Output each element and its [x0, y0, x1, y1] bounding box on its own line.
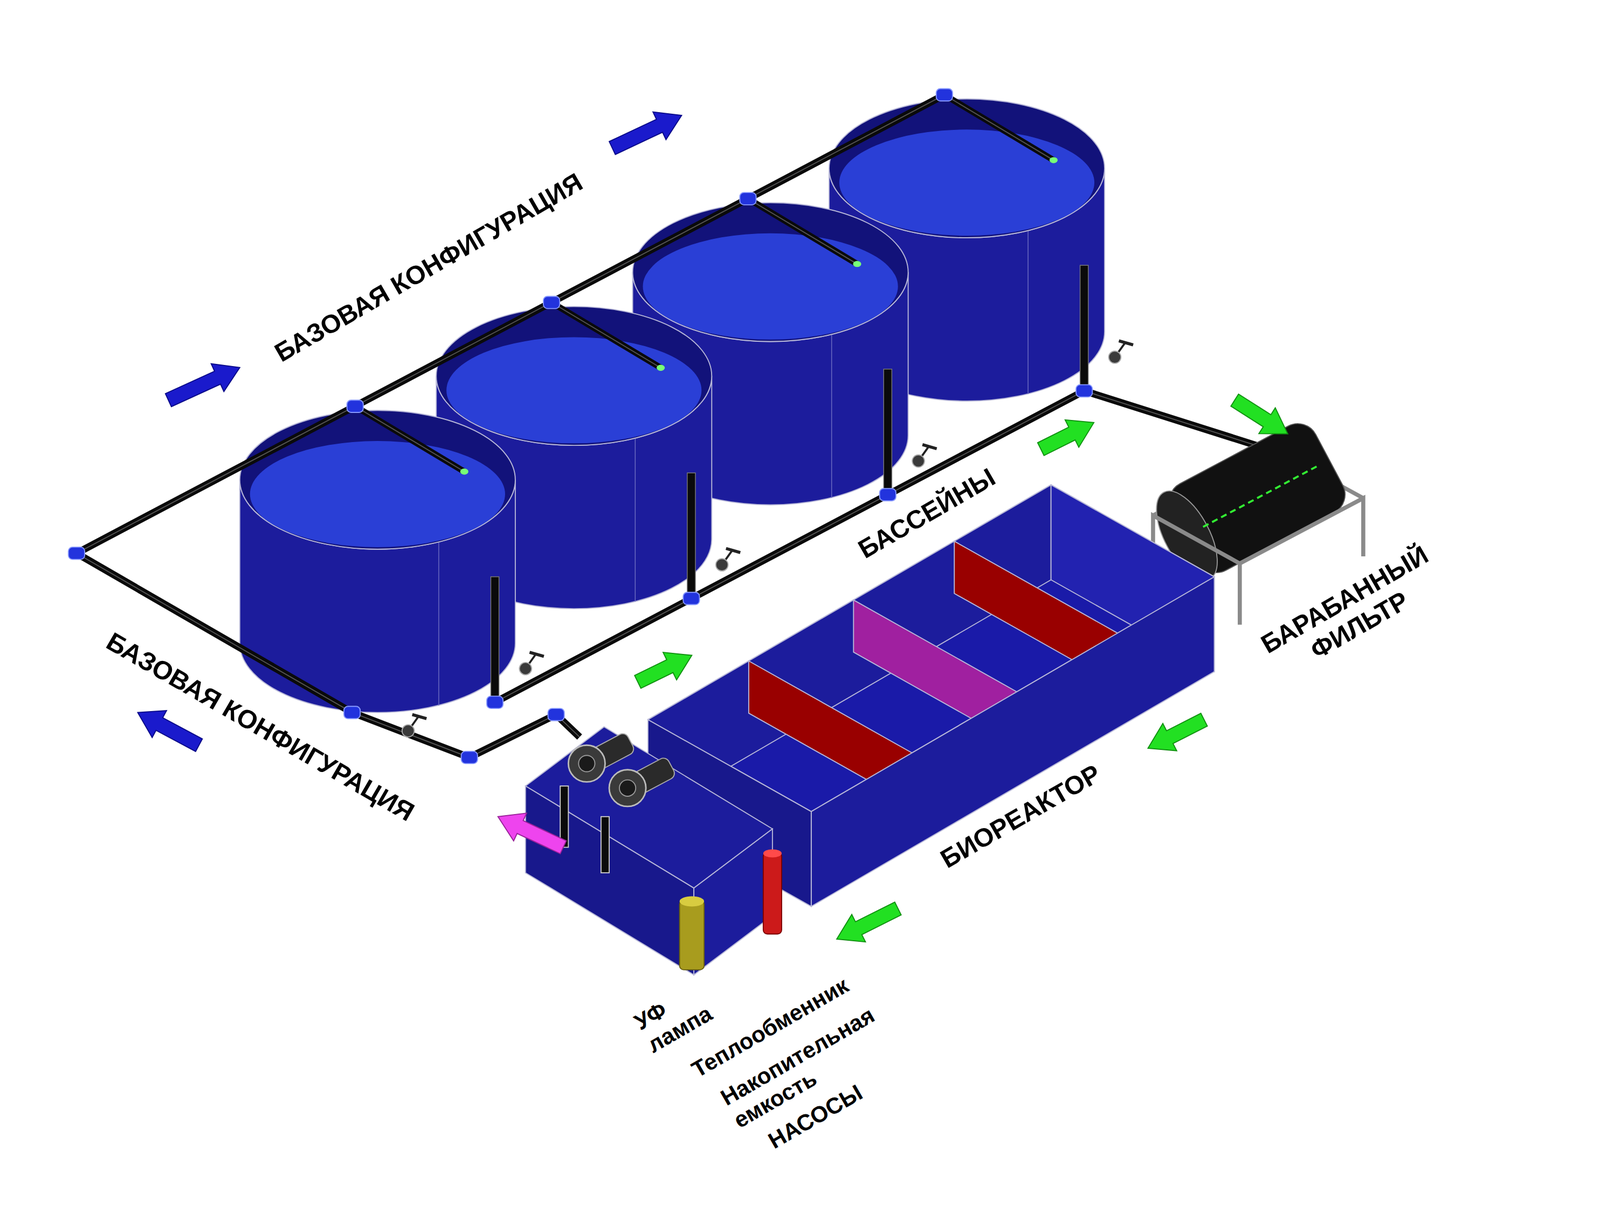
heat-exchanger-top [763, 849, 782, 858]
component-label: БАССЕЙНЫ [852, 461, 1000, 565]
pipe-fitting [879, 488, 896, 501]
inlet-pipe-shine [355, 406, 465, 472]
supply-manifold-shine [76, 94, 945, 554]
standpipe [883, 369, 892, 495]
pipe-fitting [343, 706, 361, 719]
fish-tank [239, 410, 516, 713]
valve-body [715, 558, 729, 571]
flow-arrow [138, 710, 203, 752]
flow-arrow [165, 363, 240, 408]
tank-water [446, 336, 702, 444]
inlet-pipe-shine [747, 198, 858, 264]
tank-seam [635, 438, 637, 602]
pipe-fitting [936, 88, 953, 102]
tank-water [839, 129, 1095, 236]
illustration [68, 88, 1364, 976]
standpipe [490, 576, 499, 703]
component-label: УФ лампа [629, 978, 717, 1059]
valve-handle [922, 444, 937, 450]
flow-arrow [498, 812, 567, 854]
valve-body [402, 724, 415, 737]
pipe-fitting [683, 592, 700, 605]
pump-eye [619, 780, 636, 797]
valve-body [912, 454, 925, 468]
valve-handle [529, 652, 544, 657]
inlet-nozzle [852, 260, 861, 267]
tank-rim [632, 202, 909, 342]
pipe-fitting [461, 751, 478, 764]
component-label: БАРАБАННЫЙ ФИЛЬТР [1256, 539, 1449, 686]
tank-rim [829, 98, 1105, 238]
pipe-fitting [1076, 384, 1093, 398]
heat-exchanger [763, 852, 782, 934]
supply-manifold [76, 94, 945, 554]
section-label: БАЗОВАЯ КОНФИГУРАЦИЯ [269, 167, 588, 368]
inlet-pipe [747, 198, 858, 264]
tank-seam [1027, 230, 1029, 395]
standpipe [1080, 265, 1089, 391]
pipe-fitting [543, 296, 560, 309]
drum-axis [1203, 464, 1321, 528]
tank-rim [239, 410, 516, 550]
flow-arrow [1147, 713, 1208, 751]
pipe-fitting [68, 547, 85, 560]
flow-arrow [1230, 394, 1288, 434]
inlet-nozzle [656, 364, 665, 371]
pump-eye [578, 755, 595, 772]
valve-body [1108, 350, 1122, 364]
component-label: БИОРЕАКТОР [935, 758, 1106, 874]
inlet-pipe [944, 94, 1054, 161]
pipe-fitting [486, 695, 503, 709]
sump-front [525, 785, 694, 975]
section-label: БАЗОВАЯ КОНФИГУРАЦИЯ [101, 625, 420, 827]
inlet-pipe [551, 302, 661, 368]
flow-arrow [836, 901, 901, 942]
pipe-fitting [547, 708, 564, 721]
valve-handle [726, 548, 741, 553]
standpipe [687, 472, 696, 599]
pump-volute [609, 769, 646, 807]
inlet-nozzle [1049, 156, 1058, 163]
tank-seam [831, 334, 833, 498]
inlet-pipe-shine [551, 302, 661, 368]
tank-water [250, 440, 506, 548]
tank-seam [438, 541, 440, 706]
flow-arrow [1037, 419, 1094, 456]
sump-side [693, 829, 773, 976]
pipe-fitting [347, 400, 364, 413]
flow-arrow [634, 652, 692, 689]
uv-lamp [679, 900, 705, 970]
uv-lamp-top [679, 896, 705, 907]
inlet-nozzle [460, 468, 469, 475]
valve-handle [412, 714, 427, 719]
bioreactor-front-wall [811, 576, 1215, 907]
valve-handle [1119, 340, 1134, 346]
valve-body [519, 662, 532, 675]
tank-rim [436, 306, 712, 446]
pump-volute [568, 745, 605, 782]
tank-water [643, 233, 899, 340]
intake-pipe [601, 816, 610, 873]
inlet-pipe-shine [944, 94, 1054, 161]
flow-arrow [609, 112, 682, 155]
pump [609, 755, 677, 806]
pipe-fitting [739, 192, 756, 205]
inlet-pipe [355, 406, 465, 472]
